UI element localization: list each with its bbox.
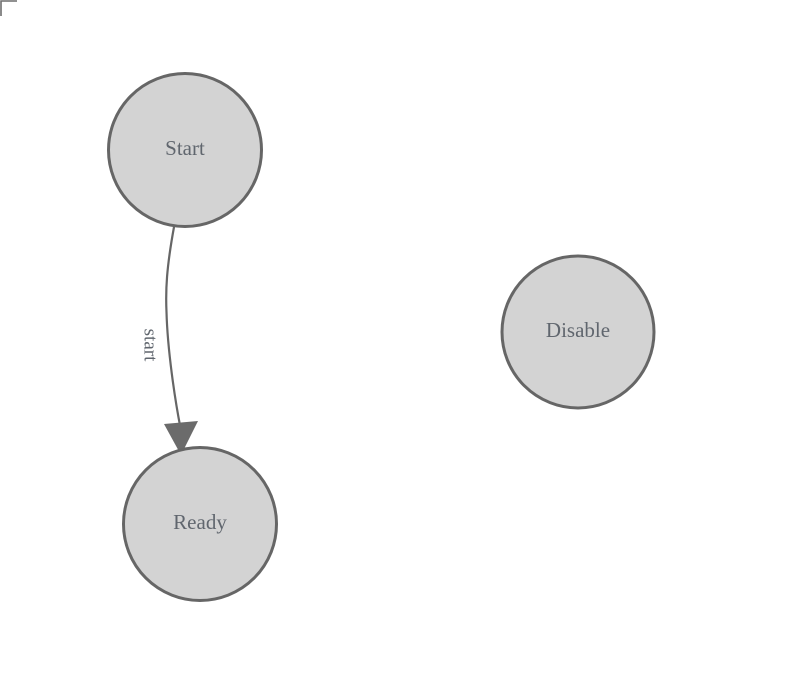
node-ready[interactable]: Ready <box>122 446 278 602</box>
node-ready-label: Ready <box>173 510 227 534</box>
viewport-corner-bracket-icon <box>0 0 17 16</box>
edge-path <box>165 225 182 430</box>
node-start[interactable]: Start <box>107 72 263 228</box>
edge-label-start: start <box>140 329 161 362</box>
node-ready-circle[interactable] <box>122 446 278 602</box>
node-start-label: Start <box>165 136 205 160</box>
arrowhead-icon <box>164 421 198 455</box>
node-disable-circle[interactable] <box>500 254 656 410</box>
edge-start-to-ready[interactable]: start <box>140 225 198 455</box>
node-disable-label: Disable <box>546 318 610 342</box>
node-start-circle[interactable] <box>107 72 263 228</box>
node-disable[interactable]: Disable <box>500 254 656 410</box>
